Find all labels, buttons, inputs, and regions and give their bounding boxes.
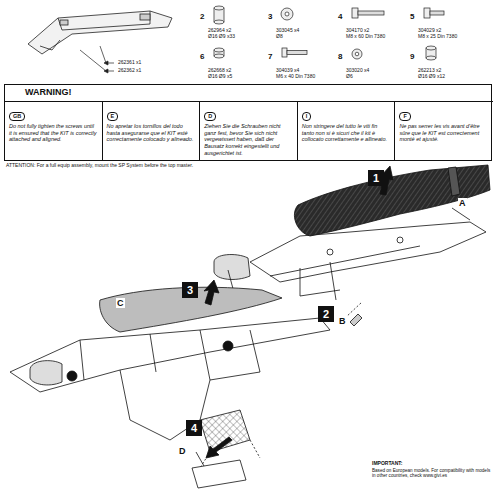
step-number: 4 [186,420,202,436]
warning-text: Non stringere del tutto le viti fin tant… [302,123,391,143]
callout-letter: D [178,446,187,456]
rack-bracket [28,11,172,54]
callout-number: 5 [410,12,414,21]
warning-title: WARNING! [5,85,491,97]
language-code: I [302,112,312,121]
language-column: GB Do not fully tighten the screws until … [5,101,103,160]
step-number-text: 2 [323,309,329,320]
step-number-text: 1 [373,173,379,184]
important-note: Based on European models. For compatibil… [372,468,492,479]
important-title: IMPORTANT: [372,461,402,467]
language-code: D [204,112,216,121]
language-code: F [399,112,410,121]
step-number: 2 [318,306,334,322]
warning-box: WARNING! GB Do not fully tighten the screw… [4,84,492,161]
callout-letter: C [116,298,125,308]
step-number: 3 [182,282,198,298]
callout-number: 3 [268,12,272,21]
part-number: 303020 x4 [346,68,369,74]
language-code: GB [9,112,25,121]
language-column: I Non stringere del tutto le viti fin tan… [298,101,396,160]
part-number: 304029 x2 [418,28,441,34]
warning-text: Do not fully tighten the screws until it… [9,123,98,143]
part-number: 303045 x4 [276,28,299,34]
warning-text: Ziehen Sie die Schrauben nicht ganz fest… [204,123,293,156]
callout-number: 9 [410,52,414,61]
step-number-text: 3 [187,285,193,296]
part-size: Ø16 Ø9 x33 [208,34,235,40]
language-column: F Ne pas serrer les vis avant d'être sûre… [395,101,493,160]
language-column: D Ziehen Sie die Schrauben nicht ganz fes… [200,101,298,160]
callout-number: 4 [338,12,342,21]
part-size: M8 x 60 Din 7380 [346,34,385,40]
part-number: 262668 x2 [208,68,231,74]
part-number: 304039 x4 [276,68,299,74]
attention-note: ATTENTION: For a full equip assembly, mo… [6,163,490,169]
part-arrow [80,46,114,73]
warning-text: No apretar los tornillos del todo hasta … [107,123,196,143]
part-size: Ø16 Ø9 x5 [208,74,232,80]
seat-assembly-lower [10,280,330,488]
language-column: E No apretar los tornillos del todo hasta… [103,101,201,160]
part-size: Ø16 Ø9 x12 [418,74,445,80]
callout-number: 2 [200,12,204,21]
part-number: 304170 x2 [346,28,369,34]
language-code: E [107,112,119,121]
step-number: 1 [368,170,384,186]
part-number: 262362 x1 [118,68,141,74]
callout-letter: A [458,198,467,208]
callout-number: 8 [338,52,342,61]
callout-letter: B [338,316,347,326]
callout-number: 6 [200,52,204,61]
part-size: Ø8 [276,34,283,40]
warning-text: Ne pas serrer les vis avant d'être sûre … [399,123,489,143]
part-size: Ø6 [346,74,353,80]
callout-number: 7 [268,52,272,61]
hardware-icons [214,6,444,60]
part-size: M8 x 25 Din 7380 [418,34,457,40]
part-number: 262213 x2 [418,68,441,74]
part-number: 262964 x2 [208,28,231,34]
part-number: 262361 x1 [118,60,141,66]
part-size: M6 x 40 Din 7380 [276,74,315,80]
step-number-text: 4 [191,423,197,434]
